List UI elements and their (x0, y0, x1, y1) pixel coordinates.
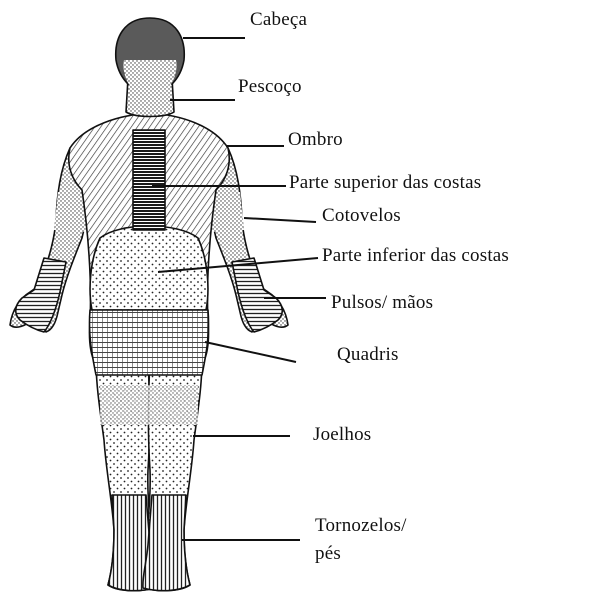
label-upper-back: Parte superior das costas (289, 172, 481, 194)
label-shoulder: Ombro (288, 129, 343, 151)
arrow-elbows (244, 218, 316, 222)
label-hips: Quadris (337, 344, 399, 366)
label-knees: Joelhos (313, 424, 371, 446)
lower-back-area (90, 226, 208, 310)
arrow-hips (205, 342, 296, 362)
left-wrist-area (16, 258, 66, 332)
upper-back-spine (133, 130, 165, 230)
knee-band (100, 385, 198, 425)
label-lower-back: Parte inferior das costas (322, 245, 509, 267)
face-lower (123, 60, 176, 86)
label-wrists-hands: Pulsos/ mãos (331, 292, 433, 314)
label-neck: Pescoço (238, 76, 302, 98)
label-head: Cabeça (250, 9, 307, 31)
label-ankles-feet-2: pés (315, 543, 341, 565)
hips-area (89, 310, 208, 375)
right-wrist-area (232, 258, 282, 332)
label-elbows: Cotovelos (322, 205, 401, 227)
label-ankles-feet-1: Tornozelos/ (315, 515, 407, 537)
